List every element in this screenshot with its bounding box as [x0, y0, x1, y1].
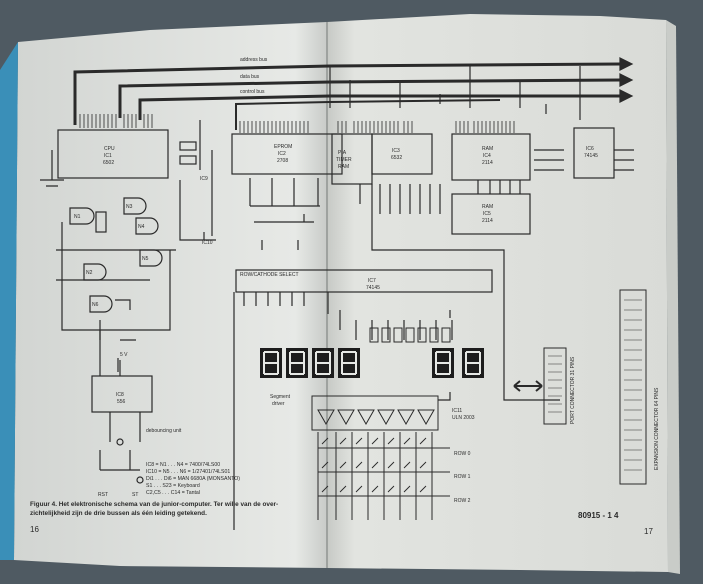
eprom-label-1: EPROM — [274, 144, 292, 150]
gate-n6-label: N6 — [92, 302, 99, 308]
eprom-label-2: IC2 — [278, 151, 286, 157]
gate-n2-label: N2 — [86, 270, 93, 276]
row0-label: ROW 0 — [454, 451, 471, 457]
cpu-label-3: 6502 — [103, 160, 114, 166]
segment-driver-label-1: Segment — [270, 394, 291, 400]
pia-label-1: PIA — [338, 150, 347, 156]
ic6-label-2: 74145 — [584, 153, 598, 159]
ram4-label-1: RAM — [482, 146, 493, 152]
ic6-74145 — [573, 127, 615, 179]
expansion-connector-label: EXPANSION CONNECTOR 64 PINS — [654, 387, 660, 470]
five-volt-label: 5 V — [120, 352, 128, 358]
ic8-label-2: 556 — [117, 399, 126, 405]
ram5-label-3: 2114 — [482, 218, 493, 224]
ic10-label: IC10 — [202, 240, 213, 246]
left-page-number: 16 — [30, 525, 39, 534]
control-bus-line — [138, 94, 620, 120]
ram-ic4 — [451, 133, 531, 181]
rst-key-label: RST — [98, 492, 108, 498]
data-bus-label: data bus — [240, 74, 260, 80]
cpu-label-2: IC1 — [104, 153, 112, 159]
gate-n1 — [69, 207, 95, 225]
ic11-label-1: IC11 — [452, 408, 462, 414]
schematic-diagram — [40, 57, 647, 530]
right-page-number: 17 — [644, 527, 653, 536]
ram-ic5 — [451, 193, 531, 235]
ram5-label-2: IC5 — [483, 211, 491, 217]
gate-n5-label: N5 — [142, 256, 149, 262]
right-page — [327, 14, 680, 574]
gate-n4 — [135, 217, 159, 235]
pia-label-2: TIMER — [336, 157, 352, 163]
eprom-ic2 — [231, 133, 343, 175]
segment-driver-label-2: driver — [272, 401, 285, 407]
st-key-label: ST — [132, 492, 138, 498]
gate-n4-label: N4 — [138, 224, 145, 230]
ram5-label-1: RAM — [482, 204, 493, 210]
legend-line: C2,C5 . . . C14 = Tantal — [146, 490, 200, 496]
pia-label-3: RAM — [338, 164, 349, 170]
legend-line: S1 . . . S23 = Keyboard — [146, 483, 200, 489]
legend-line: Di1 . . . Di6 = MAN 6680A (MONSANTO) — [146, 476, 240, 482]
figure-caption-line1: Figuur 4. Het elektronische schema van d… — [30, 501, 278, 508]
debouncing-label: debouncing unit — [146, 428, 182, 434]
ic3-label-1: IC3 — [392, 148, 400, 154]
gate-n6 — [89, 295, 113, 313]
ic7-74145 — [235, 269, 493, 293]
ic9-label: IC9 — [200, 176, 208, 182]
ic7-label-2: 74145 — [366, 285, 380, 291]
ic7-label-1: IC7 — [368, 278, 376, 284]
cpu-label-1: CPU — [104, 146, 115, 152]
gate-n3-label: N3 — [126, 204, 133, 210]
ram4-label-2: IC4 — [483, 153, 491, 159]
legend-line: IC8 = N1 . . . N4 = 7400/74LS00 — [146, 462, 220, 468]
ic3-label-2: 6532 — [391, 155, 402, 161]
blue-cover-edge — [0, 42, 18, 560]
data-bus-line — [118, 78, 621, 118]
row2-label: ROW 2 — [454, 498, 471, 504]
ic3-6532 — [371, 133, 433, 175]
cpu-ic1 — [57, 129, 169, 179]
ram4-label-3: 2114 — [482, 160, 493, 166]
legend-block: IC8 = N1 . . . N4 = 7400/74LS00 IC10 = N… — [146, 462, 240, 496]
control-bus-label: control bus — [240, 89, 265, 95]
eprom-label-3: 2708 — [277, 158, 288, 164]
ic8-label-1: IC8 — [116, 392, 124, 398]
ic11-label-2: ULN 2003 — [452, 415, 475, 421]
port-connector-label: PORT CONNECTOR 31 PINS — [570, 356, 576, 424]
address-bus-label: address bus — [240, 57, 268, 63]
row-cathode-label: ROW/CATHODE SELECT — [240, 272, 299, 278]
gate-n3 — [123, 197, 147, 215]
legend-line: IC10 = N5 . . . N6 = 1/27401/74LS01 — [146, 469, 230, 475]
ic8-556 — [91, 375, 153, 413]
row1-label: ROW 1 — [454, 474, 471, 480]
issue-code: 80915 - 1 4 — [578, 511, 619, 520]
gate-n1-label: N1 — [74, 214, 81, 220]
ic6-label-1: IC6 — [586, 146, 594, 152]
figure-caption-line2: zichtelijkheid zijn de drie bussen als é… — [30, 510, 207, 517]
address-bus-line — [73, 62, 621, 125]
